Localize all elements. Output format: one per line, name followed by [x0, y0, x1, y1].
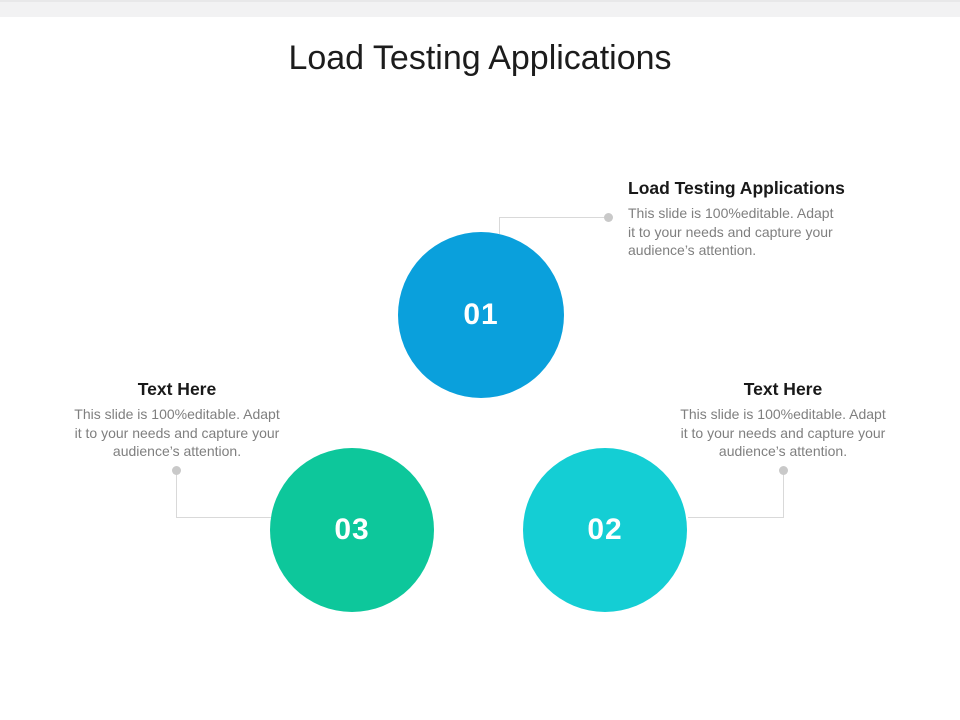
callout-step-01: Load Testing Applications This slide is …	[628, 178, 870, 260]
slide-title: Load Testing Applications	[288, 39, 672, 77]
callout-step-02-heading: Text Here	[743, 379, 823, 399]
circle-step-03: 03	[270, 448, 434, 612]
callout-step-01-body: This slide is 100%editable. Adapt it to …	[628, 205, 834, 259]
top-strip	[0, 0, 960, 17]
connector-01-vline	[499, 217, 500, 234]
connector-03-dot	[172, 466, 181, 475]
connector-01-dot	[604, 213, 613, 222]
circle-step-03-number: 03	[334, 513, 370, 546]
connector-02-hline	[688, 517, 783, 518]
connector-03-hline	[176, 517, 271, 518]
circle-step-02-number: 02	[587, 513, 623, 546]
callout-step-01-heading: Load Testing Applications	[628, 178, 845, 198]
circle-step-01-number: 01	[463, 298, 499, 331]
callout-step-03-body: This slide is 100%editable. Adapt it to …	[74, 406, 280, 460]
connector-01-hline	[499, 217, 605, 218]
connector-03-vline	[176, 474, 177, 518]
circle-step-02: 02	[523, 448, 687, 612]
callout-step-03-heading: Text Here	[137, 379, 217, 399]
callout-step-03: Text Here This slide is 100%editable. Ad…	[58, 379, 296, 461]
circle-step-01: 01	[398, 232, 564, 398]
connector-02-vline	[783, 474, 784, 518]
callout-step-02-body: This slide is 100%editable. Adapt it to …	[680, 406, 886, 460]
connector-02-dot	[779, 466, 788, 475]
callout-step-02: Text Here This slide is 100%editable. Ad…	[664, 379, 902, 461]
